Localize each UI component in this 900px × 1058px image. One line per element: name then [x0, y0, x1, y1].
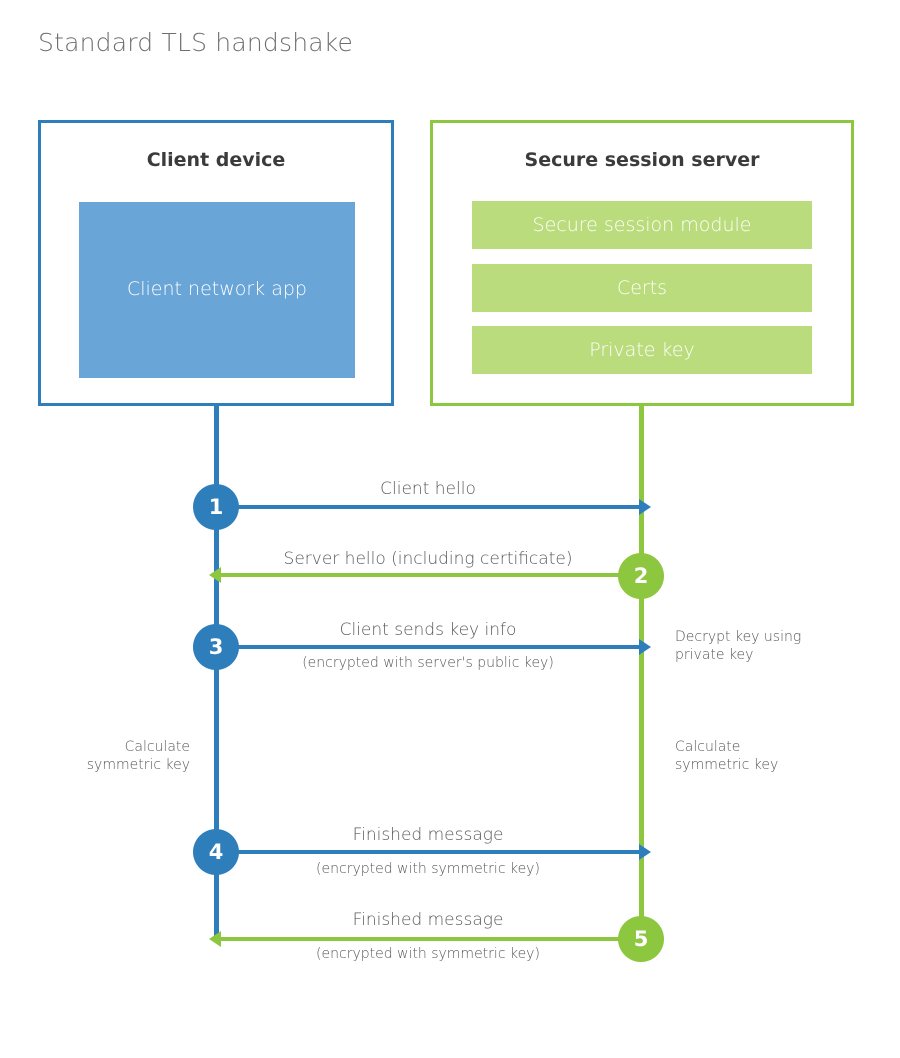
page-title: Standard TLS handshake — [38, 28, 354, 57]
server-component-secure-session-module: Secure session module — [472, 201, 812, 249]
client-lifeline — [214, 403, 219, 940]
arrow-label-step-5: Finished message — [352, 910, 504, 930]
annotation-decrypt-key: Decrypt key using private key — [675, 629, 802, 664]
secure-session-server-title: Secure session server — [524, 149, 760, 171]
client-device-title: Client device — [146, 149, 286, 171]
arrow-step-3 — [216, 639, 651, 655]
server-component-private-key: Private key — [472, 326, 812, 374]
client-network-app-box: Client network app — [79, 202, 355, 378]
arrow-label-step-1: Client hello — [380, 479, 476, 499]
arrow-sublabel-step-4: (encrypted with symmetric key) — [316, 861, 540, 877]
arrow-sublabel-step-3: (encrypted with server's public key) — [302, 655, 554, 671]
arrowhead-right-icon — [639, 639, 651, 655]
annotation-calculate-symmetric-key-server: Calculate symmetric key — [675, 739, 779, 774]
step-circle-2: 2 — [618, 553, 664, 599]
arrowhead-left-icon — [209, 567, 221, 583]
arrow-label-step-2: Server hello (including certificate) — [283, 549, 573, 569]
step-circle-3: 3 — [193, 624, 239, 670]
step-circle-1: 1 — [193, 484, 239, 530]
arrow-sublabel-step-5: (encrypted with symmetric key) — [316, 946, 540, 962]
arrow-label-step-3: Client sends key info — [339, 620, 517, 640]
arrowhead-right-icon — [639, 844, 651, 860]
step-circle-5: 5 — [618, 916, 664, 962]
arrowhead-left-icon — [209, 931, 221, 947]
server-component-certs: Certs — [472, 264, 812, 312]
arrow-step-1 — [216, 499, 651, 515]
arrow-label-step-4: Finished message — [352, 825, 504, 845]
secure-session-server-box: Secure session server Secure session mod… — [430, 120, 854, 406]
client-network-app-label: Client network app — [126, 278, 307, 301]
arrowhead-right-icon — [639, 499, 651, 515]
annotation-calculate-symmetric-key-client: Calculate symmetric key — [86, 739, 190, 774]
arrow-step-5 — [209, 931, 640, 947]
server-lifeline — [639, 403, 644, 940]
client-device-box: Client device Client network app — [38, 120, 394, 406]
arrow-step-4 — [216, 844, 651, 860]
step-circle-4: 4 — [193, 829, 239, 875]
arrow-step-2 — [209, 567, 640, 583]
